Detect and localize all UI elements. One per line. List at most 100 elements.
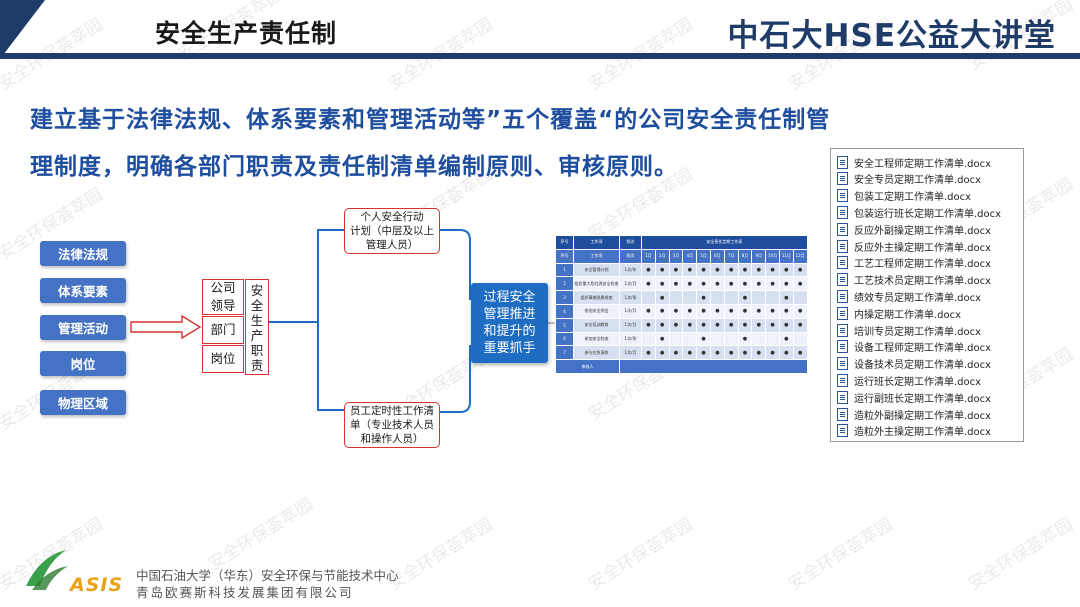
file-list-item[interactable]: 包装工定期工作清单.docx — [837, 188, 971, 204]
file-list-item[interactable]: 设备技术员定期工作清单.docx — [837, 356, 991, 372]
file-list-item[interactable]: 设备工程师定期工作清单.docx — [837, 339, 991, 355]
table-cell-item: 参加安全例会 — [573, 303, 620, 319]
table-cell-mark: ● — [737, 303, 753, 319]
table-cell-no: 6 — [555, 331, 574, 347]
table-cell-mark: ● — [778, 303, 794, 319]
table-cell-mark — [682, 331, 698, 347]
table-cell-freq: 1次/月 — [619, 317, 642, 333]
table-cell-mark — [765, 290, 780, 305]
table-cell-item: 安全管理计划 — [573, 262, 620, 278]
table-header-cell: 频次 — [619, 235, 642, 250]
table-cell-mark: ● — [765, 303, 780, 319]
table-cell-mark — [709, 331, 725, 347]
box-company-leaders: 公司领导 — [202, 279, 244, 315]
word-document-icon — [837, 306, 848, 320]
file-list-item[interactable]: 绩效专员定期工作清单.docx — [837, 288, 981, 304]
asis-logo-text: ASIS — [70, 574, 124, 596]
file-list-item[interactable]: 造粒外主操定期工作清单.docx — [837, 423, 991, 439]
table-header-cell: 序号 — [555, 248, 574, 264]
word-document-icon — [837, 239, 848, 253]
file-name: 包装工定期工作清单.docx — [854, 192, 972, 204]
table-cell-mark — [792, 331, 808, 347]
table-cell-item: 组织重大危险源安全检查 — [573, 276, 620, 292]
table-cell-no: 3 — [555, 290, 574, 305]
file-name: 内操定期工作清单.docx — [854, 309, 962, 321]
file-name: 设备工程师定期工作清单.docx — [854, 343, 992, 355]
table-header-row: 序号工作项频次安全责任定期工作表 — [555, 235, 808, 250]
table-cell-mark: ● — [696, 290, 711, 305]
table-cell-mark: ● — [654, 345, 670, 361]
table-cell-mark: ● — [778, 345, 794, 361]
table-cell-mark: ● — [709, 317, 725, 333]
word-document-icon — [837, 407, 848, 421]
table-cell-mark: ● — [709, 262, 725, 278]
table-cell-mark: ● — [668, 345, 684, 361]
table-cell-item: 安全培训教育 — [573, 317, 620, 333]
table-cell-mark: ● — [641, 262, 656, 278]
headline-line-2: 理制度，明确各部门职责及责任制清单编制原则、审核原则。 — [30, 154, 678, 180]
table-cell-mark: ● — [778, 317, 794, 333]
table-cell-mark: ● — [737, 262, 753, 278]
table-cell-mark: ● — [654, 262, 670, 278]
table-cell-mark: ● — [654, 290, 670, 305]
table-cell-freq: 1次/月 — [619, 345, 642, 361]
table-cell-mark: ● — [765, 262, 780, 278]
table-cell-mark: ● — [751, 262, 767, 278]
table-cell-mark — [792, 290, 808, 305]
file-list-item[interactable]: 安全工程师定期工作清单.docx — [837, 154, 991, 170]
asis-logo-icon — [26, 550, 68, 590]
file-list-item[interactable]: 造粒外副操定期工作清单.docx — [837, 406, 991, 422]
table-cell-mark: ● — [654, 276, 670, 292]
table-cell-mark: ● — [654, 303, 670, 319]
file-list-item[interactable]: 工艺技术员定期工作清单.docx — [837, 272, 991, 288]
file-list-item[interactable]: 培训专员定期工作清单.docx — [837, 322, 981, 338]
table-cell-mark: ● — [696, 345, 711, 361]
file-list-item[interactable]: 反应外主操定期工作清单.docx — [837, 238, 991, 254]
tag-management-activities: 管理活动 — [40, 315, 126, 340]
table-cell-mark: ● — [765, 317, 780, 333]
table-cell-mark: ● — [751, 345, 767, 361]
file-list-item[interactable]: 包装运行班长定期工作清单.docx — [837, 204, 1001, 220]
word-document-icon — [837, 373, 848, 387]
table-cell-no: 2 — [555, 276, 574, 292]
table-cell-mark: ● — [682, 317, 698, 333]
file-name: 设备技术员定期工作清单.docx — [854, 360, 992, 372]
file-list-item[interactable]: 运行班长定期工作清单.docx — [837, 372, 981, 388]
word-document-icon — [837, 390, 848, 404]
table-cell-mark: ● — [751, 317, 767, 333]
table-month-cell: 6月 — [709, 248, 725, 264]
table-cell-mark: ● — [668, 262, 684, 278]
table-cell-mark: ● — [696, 262, 711, 278]
file-list-item[interactable]: 内操定期工作清单.docx — [837, 305, 961, 321]
table-cell-mark: ● — [778, 290, 794, 305]
table-cell-mark — [709, 290, 725, 305]
table-cell-mark: ● — [723, 303, 739, 319]
table-footer-cell: 审核人 — [555, 359, 620, 374]
word-document-icon — [837, 189, 848, 203]
table-cell-mark: ● — [668, 276, 684, 292]
file-list-item[interactable]: 安全专员定期工作清单.docx — [837, 171, 981, 187]
file-list-item[interactable]: 反应外副操定期工作清单.docx — [837, 221, 991, 237]
header-bar — [0, 53, 1080, 59]
table-cell-mark: ● — [682, 276, 698, 292]
file-list-item[interactable]: 工艺工程师定期工作清单.docx — [837, 255, 991, 271]
table-header-cell: 序号 — [555, 235, 574, 250]
file-name: 绩效专员定期工作清单.docx — [854, 292, 982, 304]
table-cell-mark: ● — [751, 276, 767, 292]
callout-personal-action-plan: 个人安全行动计划（中层及以上管理人员） — [344, 208, 440, 254]
table-cell-mark: ● — [778, 331, 794, 347]
table-cell-mark: ● — [668, 303, 684, 319]
table-cell-freq: 1次/季 — [619, 290, 642, 305]
table-month-cell: 1月 — [641, 248, 656, 264]
file-list-item[interactable]: 运行副班长定期工作清单.docx — [837, 389, 991, 405]
table-month-cell: 9月 — [751, 248, 767, 264]
table-cell-mark: ● — [751, 303, 767, 319]
table-cell-mark: ● — [765, 345, 780, 361]
table-cell-mark: ● — [641, 276, 656, 292]
table-cell-mark: ● — [654, 331, 670, 347]
table-cell-mark: ● — [682, 345, 698, 361]
table-cell-mark: ● — [737, 317, 753, 333]
table-cell-mark: ● — [668, 317, 684, 333]
table-cell-freq: 1次/年 — [619, 262, 642, 278]
